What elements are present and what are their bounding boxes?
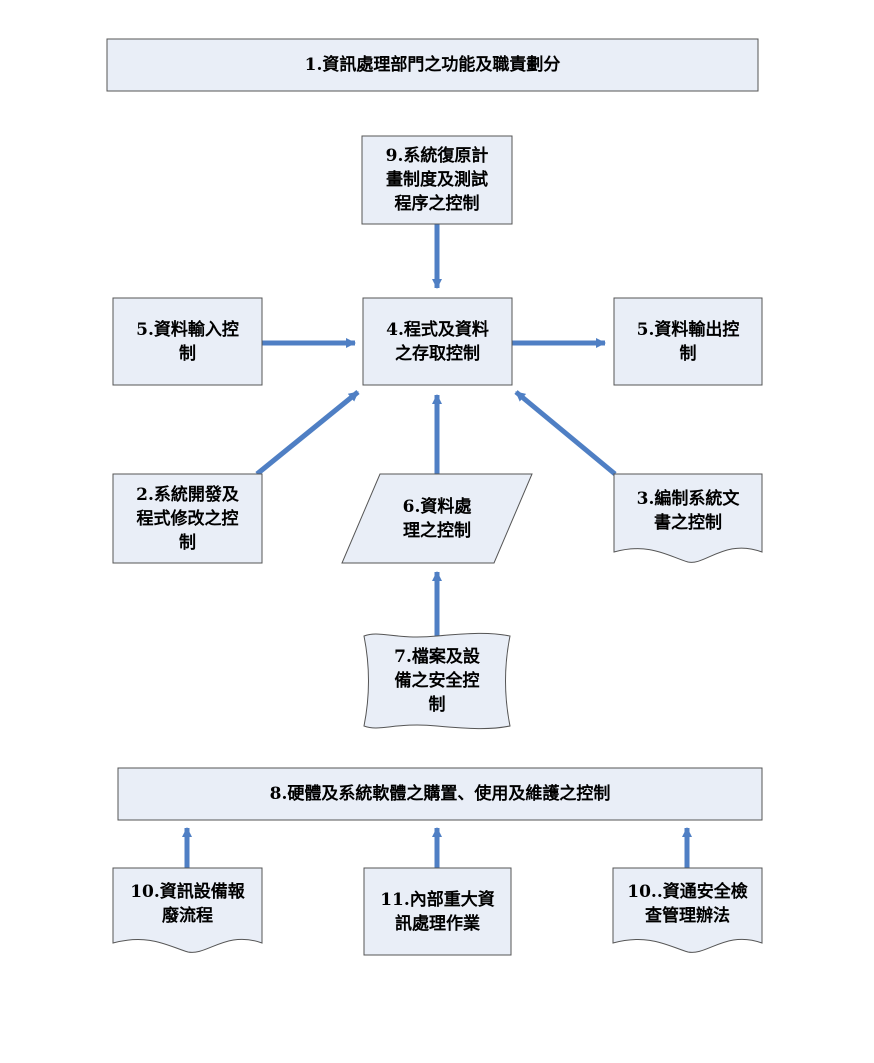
node-n10a-label: 10.資訊設備報 廢流程 [130,882,245,926]
node-n10b-label: 10..資通安全檢 查管理辦法 [627,882,748,926]
node-n9-box [361,135,513,225]
node-n6-parallelogram [341,473,533,564]
node-n5-output-box [613,297,763,386]
node-n10b-document [612,867,763,953]
node-n2-box [112,473,263,564]
node-n1-label: 1.資訊處理部門之功能及職責劃分 [304,55,561,75]
node-n9-label: 9.系統復原計 畫制度及測試 程序之控制 [385,146,489,214]
node-n4-box [362,297,513,386]
node-n1-box [106,38,759,92]
node-n4-label: 4.程式及資料 之存取控制 [386,319,489,364]
node-n6-label: 6.資料處 理之控制 [402,496,472,541]
node-n8-box [117,767,763,821]
node-n8-label: 8.硬體及系統軟體之購置、使用及維護之控制 [269,784,611,804]
node-n5-input-label: 5.資料輸入控 制 [136,319,239,364]
node-n7-label: 7.檔案及設 備之安全控 制 [394,647,480,715]
node-n5-input-box [112,297,263,386]
node-n3-label: 3.編制系統文 書之控制 [636,489,740,533]
node-n10a-document [112,867,263,953]
nodes [106,38,763,956]
edge-n2-to-n4 [255,390,360,476]
edge-n3-to-n4 [514,390,617,476]
node-n3-document [613,473,763,563]
node-n11-box [363,867,512,956]
node-n2-label: 2.系統開發及 程式修改之控 制 [136,484,239,553]
node-n5-output-label: 5.資料輸出控 制 [636,319,740,364]
node-n11-label: 11.內部重大資 訊處理作業 [380,889,495,934]
connectors [182,224,692,868]
node-n7-tape [363,632,511,730]
